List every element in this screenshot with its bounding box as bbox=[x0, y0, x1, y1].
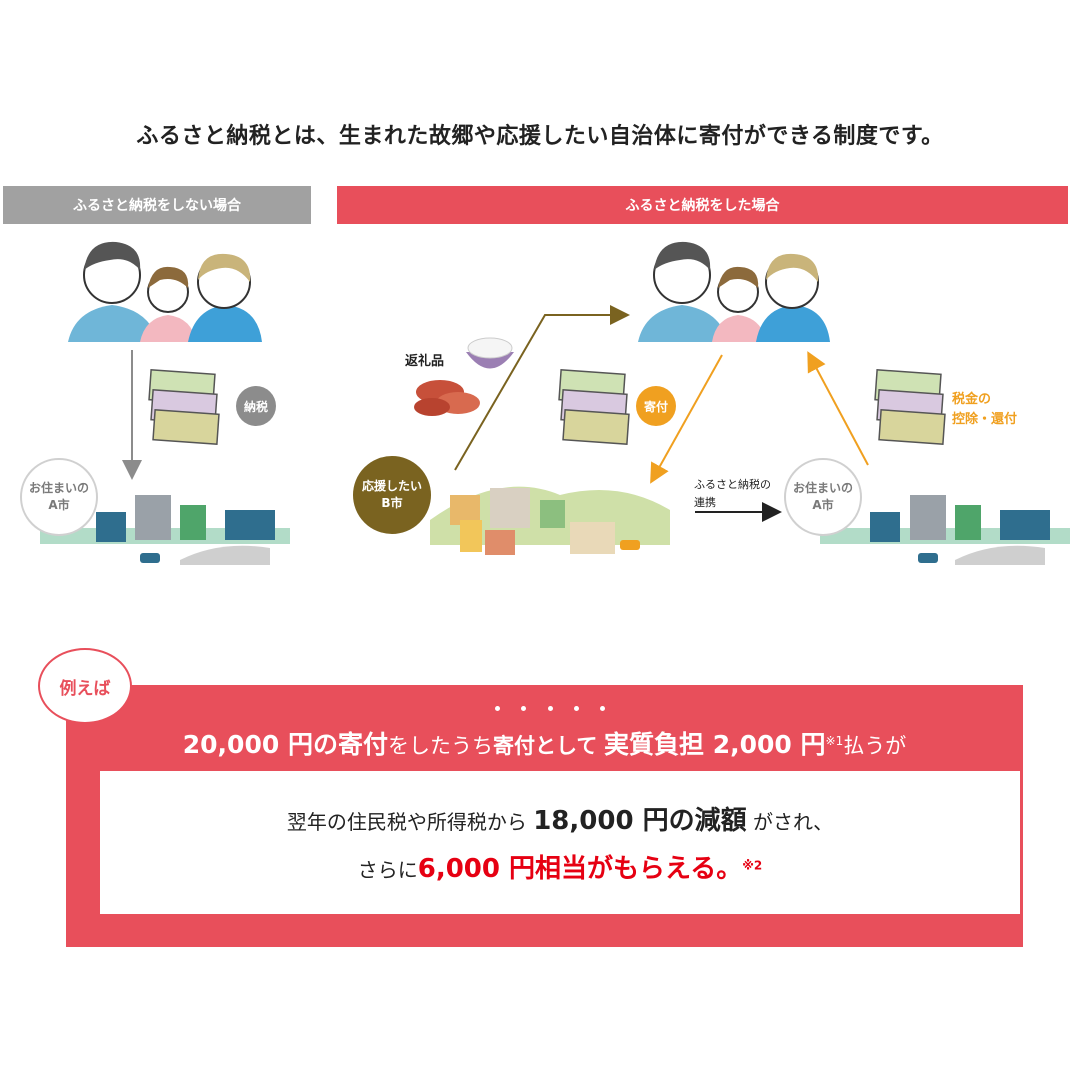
rice-bowl-icon bbox=[466, 337, 514, 369]
footnote-2: ※2 bbox=[742, 858, 763, 873]
emphasis-dots bbox=[495, 706, 605, 711]
banner-with-furusato: ふるさと納税をした場合 bbox=[337, 186, 1068, 224]
tax-deduction-line2: 控除・還付 bbox=[952, 411, 1018, 427]
tax-deduction-label: 税金の 控除・還付 bbox=[952, 390, 1017, 429]
family-illustration-right bbox=[638, 241, 830, 342]
example-bubble: 例えば bbox=[38, 648, 132, 724]
tax-badge: 納税 bbox=[236, 386, 276, 426]
banknotes-donation bbox=[558, 369, 630, 445]
result-line-1: 翌年の住民税や所得税から 18,000 円の減額 がされ、 bbox=[100, 800, 1020, 837]
result-text-c: がされ、 bbox=[752, 810, 834, 834]
home-city-line1: お住まいの bbox=[28, 481, 89, 496]
result-line-2: さらに6,000 円相当がもらえる。※2 bbox=[100, 848, 1020, 885]
reduction-amount: 18,000 円の減額 bbox=[533, 806, 747, 836]
link-line1: ふるさと納税の bbox=[694, 478, 771, 491]
footnote-1: ※1 bbox=[825, 734, 844, 748]
example-summary: 20,000 円の寄付をしたうち寄付として 実質負担 2,000 円※1払うが bbox=[66, 725, 1023, 761]
summary-tail: 払うが bbox=[843, 734, 907, 758]
banknotes-refund bbox=[874, 369, 946, 445]
tax-deduction-line1: 税金の bbox=[952, 392, 992, 407]
support-city-line1: 応援したい bbox=[361, 479, 422, 494]
home-city-circle-left: お住まいの A市 bbox=[20, 458, 98, 536]
banner-without-furusato: ふるさと納税をしない場合 bbox=[3, 186, 311, 224]
donation-amount: 20,000 円の寄付 bbox=[182, 730, 388, 759]
support-city-line2: B市 bbox=[381, 496, 403, 510]
summary-mid2: 寄付として bbox=[492, 734, 598, 758]
result-text-a: 翌年の住民税や所得税から bbox=[286, 810, 527, 834]
banknotes-left bbox=[148, 369, 220, 445]
link-label: ふるさと納税の 連携 bbox=[694, 476, 771, 511]
home-city-circle-right: お住まいの A市 bbox=[784, 458, 862, 536]
city-illustration-left bbox=[40, 495, 290, 565]
family-illustration-left bbox=[68, 241, 262, 342]
actual-burden: 実質負担 2,000 円 bbox=[604, 730, 826, 759]
support-city-circle: 応援したい B市 bbox=[353, 456, 431, 534]
city-illustration-b bbox=[430, 486, 670, 555]
link-line2: 連携 bbox=[694, 495, 716, 509]
meat-icon bbox=[414, 380, 480, 416]
page-headline: ふるさと納税とは、生まれた故郷や応援したい自治体に寄付ができる制度です。 bbox=[136, 124, 944, 149]
illustration bbox=[40, 241, 1070, 565]
result-panel bbox=[100, 771, 1020, 914]
home-city-line2: A市 bbox=[48, 498, 70, 512]
summary-mid1: をしたうち bbox=[387, 734, 493, 758]
gift-value: 6,000 円相当がもらえる。 bbox=[417, 854, 743, 884]
home-city-right-line1: お住まいの bbox=[792, 481, 853, 496]
city-illustration-right bbox=[820, 495, 1070, 565]
donation-badge: 寄付 bbox=[636, 386, 676, 426]
gift-label: 返礼品 bbox=[405, 354, 445, 369]
home-city-right-line2: A市 bbox=[812, 498, 834, 512]
result-text-d: さらに bbox=[357, 858, 418, 882]
